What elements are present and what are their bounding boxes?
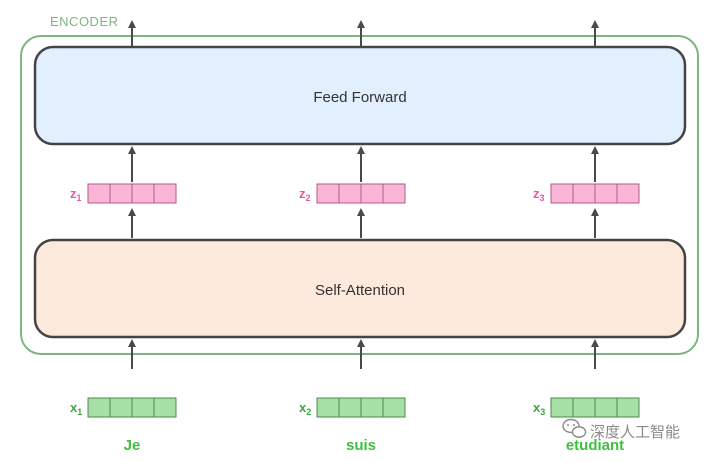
x-vectors: x1 x2 x3 [70,397,640,418]
z-label-subscript: 2 [306,193,311,203]
z-vector-cell [550,183,574,204]
z-to-ffn-arrows [128,146,599,182]
z-label: z1 [70,186,82,203]
x-label: x3 [533,400,545,417]
x-vector-cell [316,397,340,418]
z-vector-cell [316,183,340,204]
z-vector: z1 [70,183,177,204]
watermark-text: 深度人工智能 [590,423,680,441]
self-attention-block [33,238,687,339]
x-vector-cell [109,397,133,418]
feed-forward-block [33,45,687,146]
z-label-subscript: 1 [77,193,82,203]
x-vector-cell [572,397,596,418]
x-vector-cell [87,397,111,418]
x-vector-cell [338,397,362,418]
x-vector-cell [153,397,177,418]
encoder-label: ENCODER [50,14,119,29]
watermark: 深度人工智能 [562,418,680,441]
x-label-subscript: 2 [306,407,311,417]
z-vector-cell [360,183,384,204]
input-word: suis [346,437,376,454]
x-label-subscript: 1 [77,407,82,417]
wechat-bubble-icon [562,418,587,438]
input-word: Je [124,437,141,454]
z-label-subscript: 3 [540,193,545,203]
z-vector-cell [572,183,596,204]
attn-to-z-arrows [128,208,599,238]
z-vectors: z1 z2 z3 [70,183,640,204]
z-vector-cell [594,183,618,204]
input-words: Je suis etudiant [124,437,625,454]
encoder-frame [20,35,699,355]
x-vector: x3 [533,397,640,418]
x-vector-cell [616,397,640,418]
self-attention-label: Self-Attention [315,282,405,299]
z-vector-cell [338,183,362,204]
z-vector-cell [382,183,406,204]
z-vector-cell [131,183,155,204]
z-label: z2 [299,186,311,203]
x-vector-cell [550,397,574,418]
input-word: etudiant [566,437,624,454]
z-vector-cell [616,183,640,204]
z-vector-cell [153,183,177,204]
x-label: x2 [299,400,311,417]
feed-forward-label: Feed Forward [313,89,406,106]
z-vector-cell [87,183,111,204]
x-label: x1 [70,400,82,417]
z-label: z3 [533,186,545,203]
z-vector-cell [109,183,133,204]
x-label-subscript: 3 [540,407,545,417]
x-vector: x1 [70,397,177,418]
output-arrows [128,20,599,46]
x-to-attn-arrows [128,339,599,369]
x-vector: x2 [299,397,406,418]
x-vector-cell [360,397,384,418]
z-vector: z2 [299,183,406,204]
x-vector-cell [594,397,618,418]
x-vector-cell [382,397,406,418]
x-vector-cell [131,397,155,418]
z-vector: z3 [533,183,640,204]
